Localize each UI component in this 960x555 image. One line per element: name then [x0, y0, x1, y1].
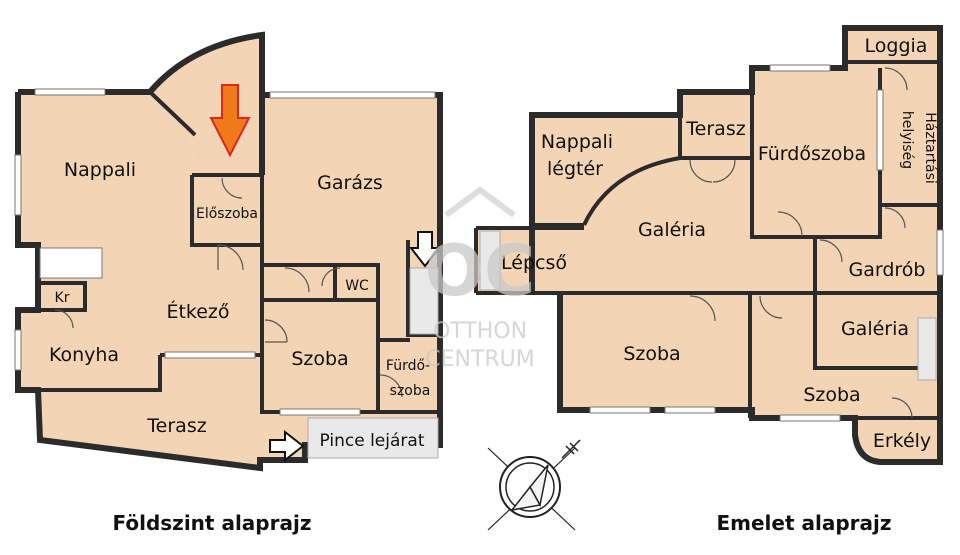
- room-haztartasi-1: Háztartási: [922, 112, 938, 184]
- stairs-down-arrow-icon: [408, 231, 442, 268]
- room-terasz-upper: Terasz: [685, 118, 745, 140]
- watermark-line2: CENTRUM: [425, 347, 535, 372]
- garage-stairs: [409, 267, 439, 335]
- room-eloszoba: Előszoba: [196, 206, 258, 222]
- cellar-arrow-icon: [269, 429, 305, 463]
- room-gardrob: Gardrób: [849, 259, 926, 281]
- room-etkezo: Étkező: [166, 300, 229, 323]
- room-nappali-legter-1: Nappali: [541, 131, 613, 153]
- room-szoba-upper-left: Szoba: [623, 343, 680, 365]
- watermark-line1: OTTHON: [433, 319, 527, 344]
- compass-icon: [487, 439, 581, 531]
- room-galeria-small: Galéria: [841, 318, 909, 340]
- room-loggia: Loggia: [865, 35, 928, 57]
- room-nappali: Nappali: [64, 159, 136, 181]
- ground-floor-plan: Nappali Előszoba Garázs Kr Étkező WC Kon…: [14, 31, 443, 472]
- room-szoba-upper-right: Szoba: [803, 384, 860, 406]
- ground-floor-area: [18, 92, 440, 468]
- cellar-stairs: [307, 417, 439, 459]
- room-lepcso: Lépcső: [501, 252, 567, 274]
- watermark-logo: OC: [425, 230, 536, 312]
- room-szoba-ground: Szoba: [291, 348, 348, 370]
- room-terasz-ground: Terasz: [146, 415, 206, 437]
- room-haztartasi-2: helyiség: [899, 111, 915, 169]
- room-furdoszoba-ground-2: szoba: [390, 383, 431, 399]
- upper-floor-area: [532, 28, 940, 462]
- room-nappali-legter-2: légtér: [547, 158, 603, 180]
- upper-floor-plan: Loggia Nappali légtér Terasz Fürdőszoba …: [474, 25, 944, 465]
- room-garazs: Garázs: [317, 172, 383, 194]
- room-galeria-main: Galéria: [638, 219, 706, 241]
- room-furdoszoba-ground-1: Fürdő-: [386, 358, 430, 374]
- room-kr: Kr: [55, 290, 70, 306]
- room-pince-lejarat: Pince lejárat: [320, 431, 425, 451]
- room-konyha: Konyha: [49, 344, 119, 366]
- entrance-arrow-icon: [209, 84, 251, 158]
- caption-ground-floor: Földszint alaprajz: [113, 511, 312, 535]
- room-furdoszoba-upper: Fürdőszoba: [758, 143, 866, 165]
- watermark: OC OTTHON CENTRUM: [425, 186, 536, 372]
- room-erkely: Erkély: [873, 430, 931, 452]
- room-wc: WC: [345, 278, 369, 294]
- caption-upper-floor: Emelet alaprajz: [716, 511, 891, 535]
